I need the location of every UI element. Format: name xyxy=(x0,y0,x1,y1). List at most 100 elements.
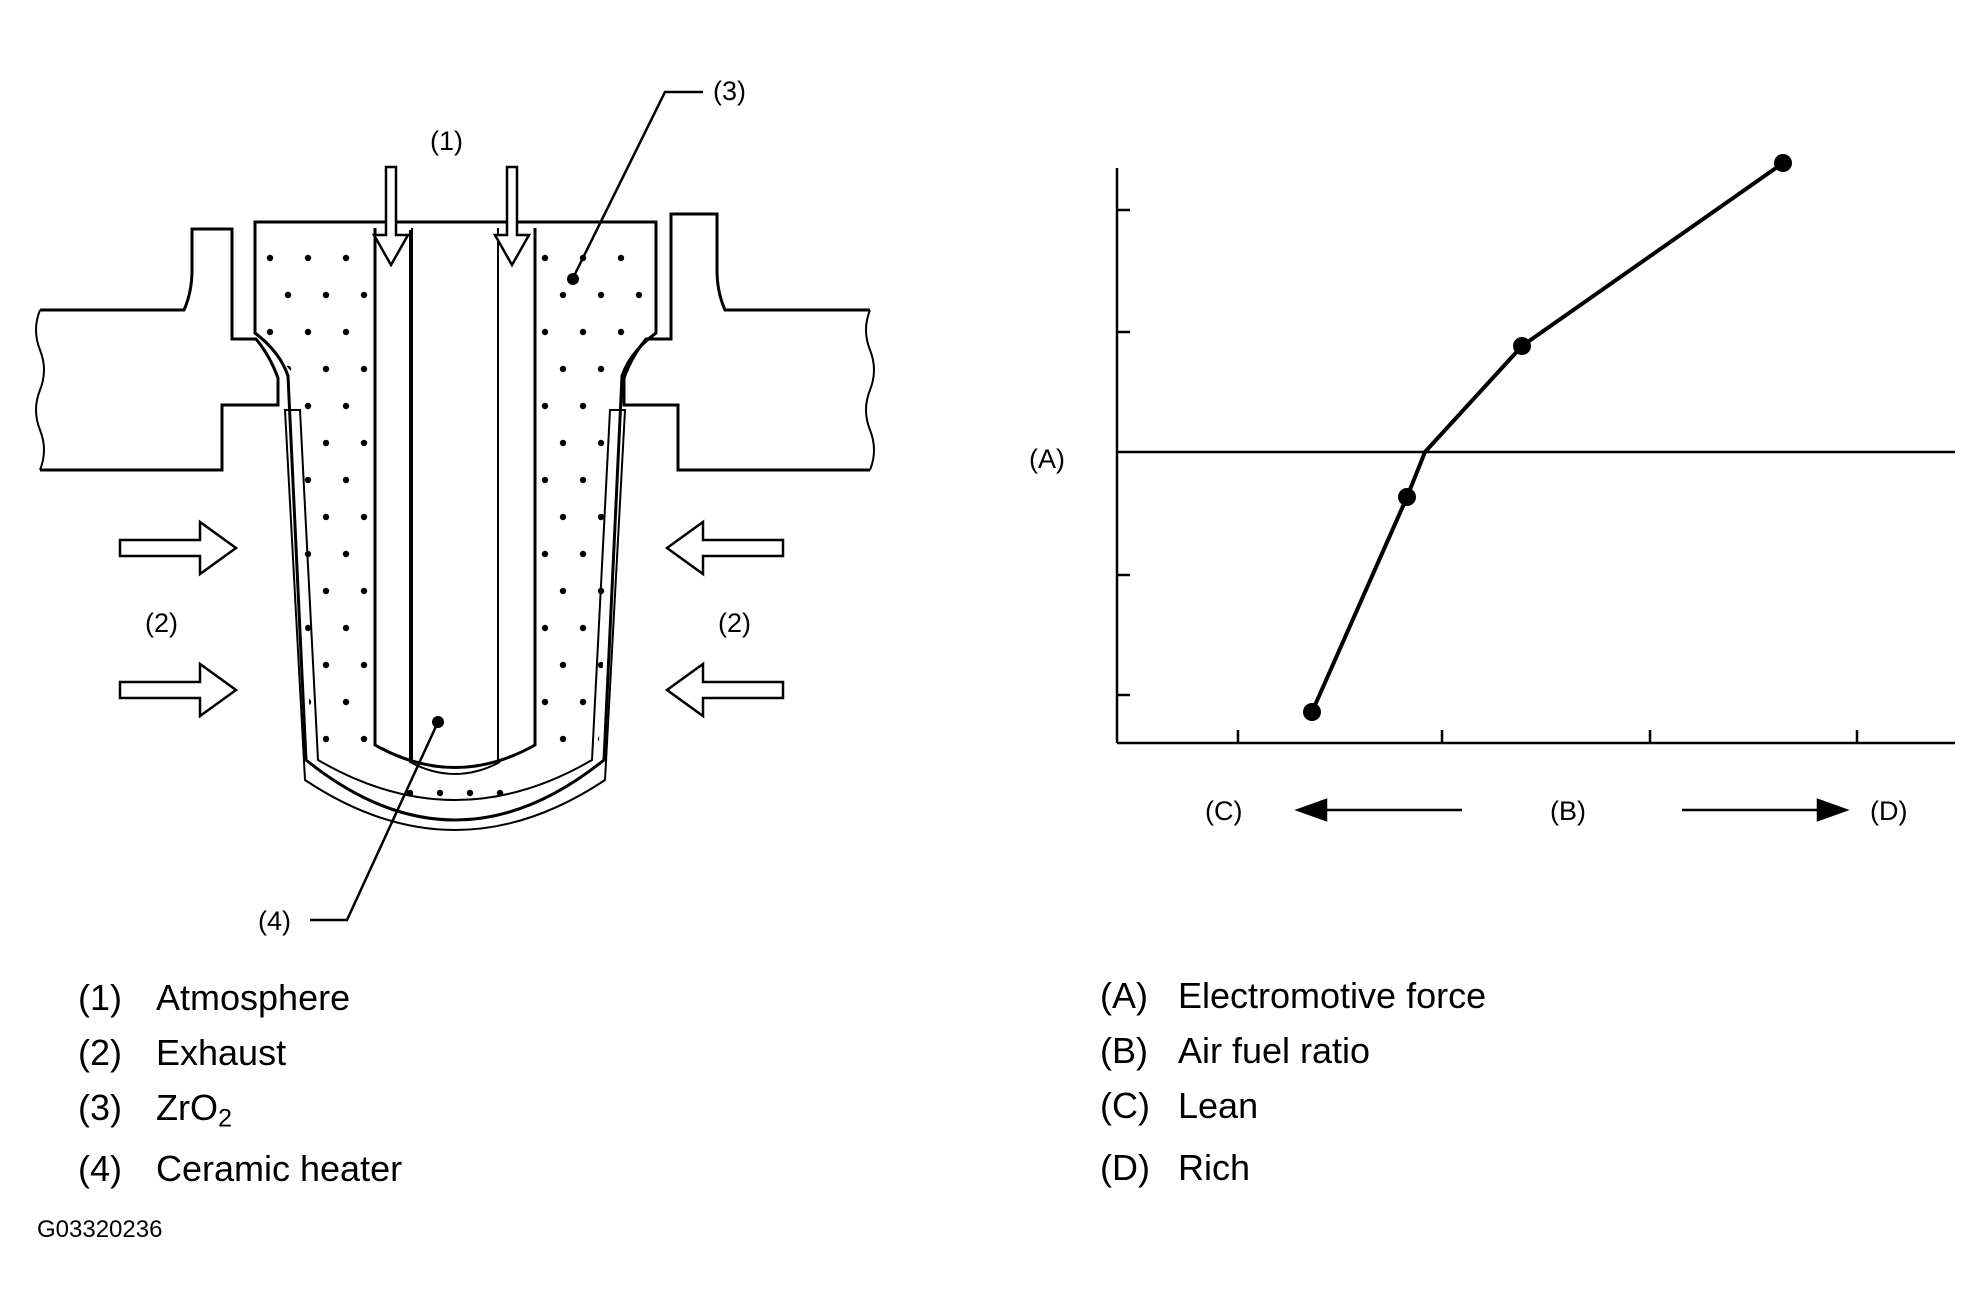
stipple-dot xyxy=(284,587,292,595)
stipple-dot xyxy=(579,698,587,706)
stipple-dot xyxy=(342,624,350,632)
callout-dot-4 xyxy=(432,716,444,728)
stipple-dot xyxy=(579,624,587,632)
legend-text: Exhaust xyxy=(156,1032,287,1073)
stipple-dot xyxy=(541,476,549,484)
stipple-dot xyxy=(541,698,549,706)
legend-text: Ceramic heater xyxy=(156,1148,403,1189)
stipple-dot xyxy=(266,698,274,706)
legend-key: (2) xyxy=(78,1032,122,1073)
stipple-dot xyxy=(284,661,292,669)
stipple-dot xyxy=(617,624,625,632)
stipple-dot xyxy=(266,550,274,558)
stipple-dot xyxy=(541,624,549,632)
arrow-down-icon xyxy=(371,165,411,268)
legend-key: (3) xyxy=(78,1087,122,1128)
stipple-dot xyxy=(559,661,567,669)
stipple-dot xyxy=(436,789,444,797)
stipple-dot xyxy=(304,624,312,632)
stipple-dot xyxy=(266,328,274,336)
callout-4: (4) xyxy=(258,906,291,936)
stipple-dot xyxy=(635,291,643,299)
stipple-dot xyxy=(559,587,567,595)
legend-right-item-c: (C)Lean xyxy=(1100,1088,1258,1124)
zro2-element xyxy=(253,220,658,822)
legend-text: Rich xyxy=(1178,1147,1251,1188)
sensor-cross-section xyxy=(35,212,875,831)
stipple-dot xyxy=(579,328,587,336)
legend-right-item-b: (B) Air fuel ratio xyxy=(1100,1033,1370,1069)
legend-key: (A) xyxy=(1100,975,1148,1016)
stipple-dot xyxy=(342,402,350,410)
stipple-dot xyxy=(635,365,643,373)
stipple-dot xyxy=(496,789,504,797)
zro2-dots xyxy=(266,254,643,797)
stipple-dot xyxy=(322,291,330,299)
callout-2-right: (2) xyxy=(718,608,751,638)
stipple-dot xyxy=(597,365,605,373)
stipple-dot xyxy=(342,550,350,558)
stipple-dot xyxy=(266,476,274,484)
stipple-dot xyxy=(360,661,368,669)
legend-left-item-3: (3)ZrO2 xyxy=(78,1087,232,1131)
stipple-dot xyxy=(322,735,330,743)
legend-key: (1) xyxy=(78,977,122,1018)
stipple-dot xyxy=(541,254,549,262)
stipple-dot xyxy=(559,735,567,743)
stipple-dot xyxy=(635,439,643,447)
arrow-left-icon xyxy=(664,519,785,577)
legend-key: (B) xyxy=(1100,1030,1148,1071)
legend-text: Air fuel ratio xyxy=(1178,1030,1371,1071)
arrow-right-icon xyxy=(118,519,239,577)
exhaust-pipe-wall-left xyxy=(40,227,280,472)
stipple-dot xyxy=(559,513,567,521)
stipple-dot xyxy=(266,254,274,262)
emf-curve xyxy=(1310,161,1785,713)
stipple-dot xyxy=(304,698,312,706)
stipple-dot xyxy=(597,587,605,595)
stipple-dot xyxy=(322,439,330,447)
callout-a: (A) xyxy=(1029,444,1065,474)
stipple-dot xyxy=(597,439,605,447)
stipple-dot xyxy=(360,587,368,595)
legend-key: (C) xyxy=(1100,1085,1150,1126)
stipple-dot xyxy=(284,735,292,743)
stipple-dot xyxy=(579,550,587,558)
legend-left-item-1: (1) Atmosphere xyxy=(78,980,350,1016)
stipple-dot xyxy=(541,402,549,410)
direction-arrows xyxy=(1294,798,1850,822)
stipple-dot xyxy=(579,402,587,410)
exhaust-pipe-wall-right xyxy=(622,212,870,472)
stipple-dot xyxy=(304,254,312,262)
stipple-dot xyxy=(559,291,567,299)
output-graph xyxy=(1115,161,1955,745)
legend-text: Atmosphere xyxy=(156,977,351,1018)
stipple-dot xyxy=(635,661,643,669)
stipple-dot xyxy=(597,661,605,669)
stipple-dot xyxy=(466,789,474,797)
stipple-dot xyxy=(322,661,330,669)
callout-3: (3) xyxy=(713,76,746,106)
callout-1: (1) xyxy=(430,126,463,156)
curve-points xyxy=(1303,154,1792,721)
stipple-dot xyxy=(635,735,643,743)
stipple-dot xyxy=(342,476,350,484)
callout-b: (B) xyxy=(1550,796,1586,826)
stipple-dot xyxy=(322,513,330,521)
callout-d: (D) xyxy=(1870,796,1907,826)
stipple-dot xyxy=(597,291,605,299)
stipple-dot xyxy=(559,439,567,447)
legend-right-item-d: (D)Rich xyxy=(1100,1150,1250,1186)
callout-2-left: (2) xyxy=(145,608,178,638)
stipple-dot xyxy=(617,550,625,558)
stipple-dot xyxy=(635,513,643,521)
stipple-dot xyxy=(360,365,368,373)
stipple-dot xyxy=(406,789,414,797)
ceramic-heater xyxy=(373,228,537,769)
arrow-down-icon xyxy=(492,165,532,268)
stipple-dot xyxy=(304,476,312,484)
x-ticks xyxy=(1236,730,1859,743)
atmosphere-arrows xyxy=(371,165,532,268)
stipple-dot xyxy=(304,550,312,558)
